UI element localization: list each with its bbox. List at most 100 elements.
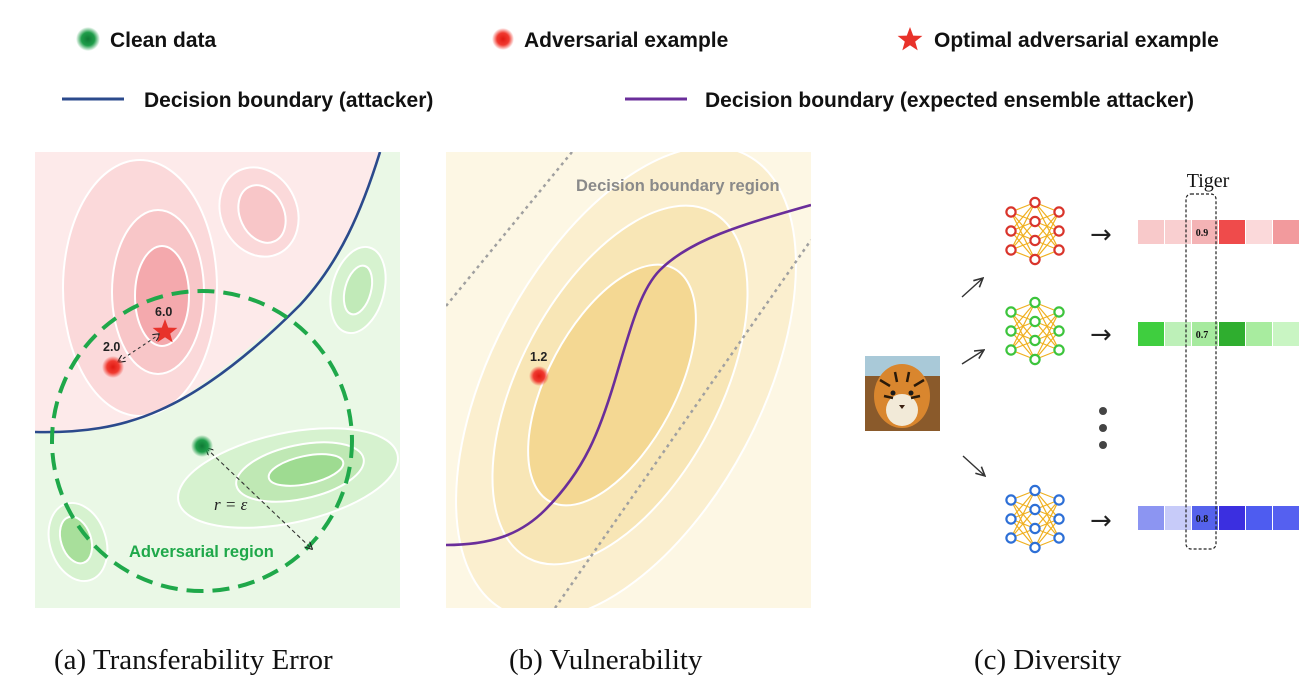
optimal-value-label: 6.0 [155, 305, 172, 319]
network-node [1053, 494, 1065, 506]
probability-cell [1246, 322, 1272, 346]
tiger-class-label: Tiger [1187, 170, 1230, 192]
network-edge [1034, 518, 1060, 548]
probability-cell [1273, 220, 1299, 244]
network-edge [1034, 330, 1060, 360]
network-node [1005, 344, 1017, 356]
legend: Clean data Adversarial example Optimal a… [62, 27, 1219, 112]
caption-b: (b) Vulnerability [509, 644, 703, 676]
network-edge [1010, 490, 1036, 539]
attacker-decision-boundary [35, 152, 382, 434]
adversarial-point [102, 356, 124, 378]
network-node [1005, 494, 1017, 506]
network-node [1029, 484, 1041, 497]
network-edge [1034, 230, 1060, 260]
probability-cell [1246, 506, 1272, 530]
probability-cell [1246, 220, 1272, 244]
network-edge [1010, 202, 1036, 251]
output-arrow-2: → [1090, 320, 1112, 350]
probability-cell [1165, 506, 1191, 530]
network-edge [1034, 499, 1060, 529]
ellipsis-dot [1099, 441, 1107, 449]
network-edge [1034, 311, 1060, 341]
network-node [1029, 353, 1041, 366]
output-probabilities-green [1138, 322, 1299, 346]
network-edge [1034, 499, 1060, 548]
legend-ensemble-boundary-label: Decision boundary (expected ensemble att… [705, 89, 1194, 112]
ensemble-decision-boundary [446, 203, 811, 547]
adversarial-value-label-b: 1.2 [530, 350, 547, 364]
network-edge [1010, 321, 1036, 351]
boundary-region-edge-lower [553, 239, 811, 608]
network-node [1005, 325, 1017, 337]
network-node [1029, 334, 1041, 347]
network-node [1029, 541, 1041, 554]
network-edge [1010, 221, 1036, 251]
network-node [1029, 196, 1041, 209]
probability-cell [1192, 322, 1218, 346]
output-probabilities-blue [1138, 506, 1299, 530]
radius-label: r = ε [214, 495, 248, 514]
network-node [1029, 296, 1041, 309]
network-node [1029, 234, 1041, 247]
optimal-adversarial-star [152, 319, 178, 343]
network-node [1005, 244, 1017, 256]
network-node [1053, 206, 1065, 218]
probability-cell [1165, 220, 1191, 244]
model-blue-network-icon [1005, 484, 1065, 554]
model-green-network-icon [1005, 296, 1065, 366]
clean-data-point [191, 435, 213, 457]
adversarial-region-label: Adversarial region [129, 543, 274, 561]
boundary-region-edge-upper [446, 152, 573, 307]
adversarial-point-b [529, 366, 549, 386]
panel-c: → → → Tiger 0.9 0.7 0.8 [865, 170, 1299, 554]
probability-cell [1192, 506, 1218, 530]
probability-cell [1138, 322, 1164, 346]
probability-cell [1219, 506, 1245, 530]
arrow-to-model-3 [962, 455, 985, 476]
adversarial-marker [492, 28, 514, 50]
bar-value-1: 0.9 [1196, 228, 1209, 239]
network-node [1005, 532, 1017, 544]
output-arrow-1: → [1090, 220, 1112, 250]
distance-arrow [118, 334, 160, 362]
probability-cell [1273, 322, 1299, 346]
network-edge [1010, 302, 1036, 351]
tiger-column-highlight [1185, 193, 1217, 550]
output-probabilities-red [1138, 220, 1299, 244]
network-edge [1010, 509, 1036, 539]
panel-a: 6.0 2.0 r = ε Adversarial region [35, 152, 400, 608]
network-node [1005, 206, 1017, 218]
network-edge [1034, 211, 1060, 241]
network-node [1029, 253, 1041, 266]
network-node [1029, 315, 1041, 328]
network-node [1029, 503, 1041, 516]
network-node [1005, 225, 1017, 237]
network-node [1053, 244, 1065, 256]
ensemble-contours [455, 152, 797, 608]
network-node [1053, 325, 1065, 337]
tiger-image [865, 356, 940, 431]
network-edge [1010, 202, 1036, 232]
legend-attacker-boundary-label: Decision boundary (attacker) [144, 89, 433, 112]
network-node [1005, 513, 1017, 525]
network-node [1053, 344, 1065, 356]
legend-clean-label: Clean data [110, 29, 217, 52]
radius-arrow [206, 448, 312, 549]
probability-cell [1273, 506, 1299, 530]
arrow-to-model-2 [961, 350, 984, 365]
probability-cell [1165, 322, 1191, 346]
output-arrow-3: → [1090, 506, 1112, 536]
network-node [1029, 215, 1041, 228]
network-node [1029, 522, 1041, 535]
network-node [1053, 225, 1065, 237]
adversarial-region-circle [50, 289, 354, 593]
adversarial-value-label: 2.0 [103, 340, 120, 354]
legend-adversarial-label: Adversarial example [524, 29, 728, 52]
network-edge [1034, 311, 1060, 360]
network-edge [1010, 490, 1036, 520]
legend-optimal-label: Optimal adversarial example [934, 29, 1219, 52]
network-edge [1010, 302, 1036, 332]
probability-cell [1219, 322, 1245, 346]
